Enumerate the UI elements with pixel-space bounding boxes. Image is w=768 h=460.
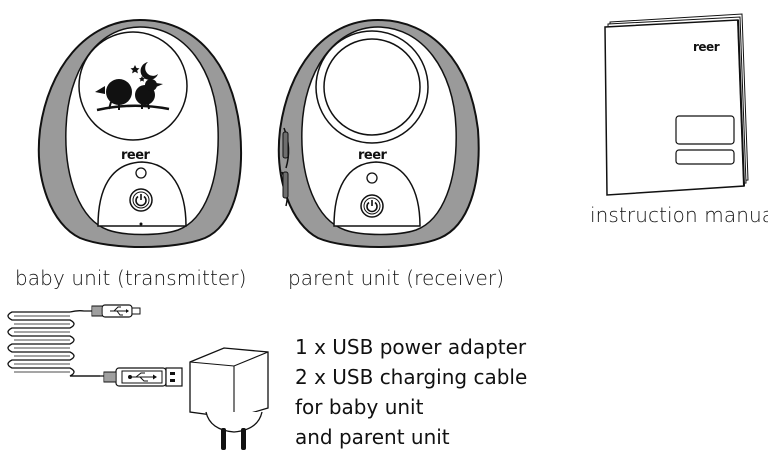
power-icon (135, 194, 147, 207)
birds-icon (95, 79, 170, 112)
accessories-text: 1 x USB power adapter 2 x USB charging c… (295, 332, 527, 452)
manual-brand-logo: reer (693, 40, 720, 54)
moon-stars-icon (130, 62, 158, 82)
accessory-line: 2 x USB charging cable (295, 365, 528, 389)
manual-caption: instruction manual (590, 203, 768, 227)
accessory-line: and parent unit (295, 425, 450, 449)
parent-unit-caption: parent unit (receiver) (288, 266, 505, 290)
parent-unit-brand-logo: reer (358, 148, 387, 163)
usb-icon (110, 306, 129, 316)
baby-unit-caption: baby unit (transmitter) (15, 266, 247, 290)
baby-unit-brand-logo: reer (121, 148, 150, 163)
accessory-line: 1 x USB power adapter (295, 335, 527, 359)
accessory-line: for baby unit (295, 395, 424, 419)
plug-icon (221, 428, 246, 450)
usb-icon (128, 372, 157, 382)
power-icon (366, 200, 378, 213)
